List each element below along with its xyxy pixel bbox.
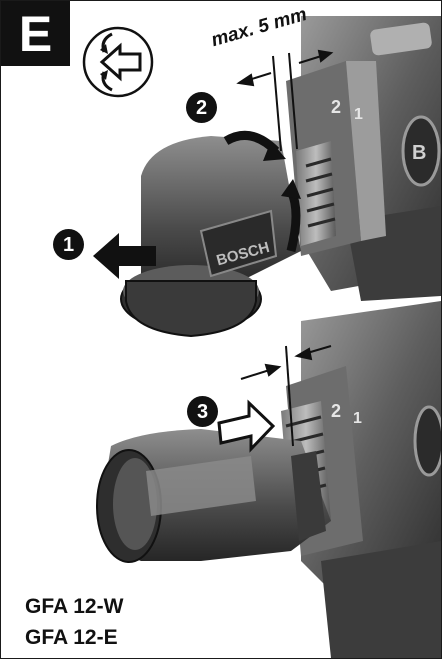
measure-marker-top [236,49,334,152]
model-name: GFA 12-E [25,626,118,649]
figure-label: E [1,1,70,66]
step-2-badge: 2 [186,92,217,123]
dial-mark-2-bottom: 2 [331,401,341,421]
model-list: GFA 12-W GFA 12-E [25,591,123,653]
pull-arrow-icon [93,233,156,279]
angle-head-top: BOSCH [120,136,301,338]
rotate-arrows-attach [223,130,301,253]
step-3-badge: 3 [187,396,218,427]
dial-mark-1-bottom: 1 [353,410,362,427]
svg-text:B: B [412,142,426,164]
measure-marker-bottom [240,345,332,447]
insert-arrow-icon [217,399,276,453]
model-name: GFA 12-W [25,595,124,618]
dial-mark-1: 1 [354,106,363,123]
clutch-ring-top: 2 1 [286,61,386,256]
dial-mark-2: 2 [331,97,341,117]
step-1-badge: 1 [53,229,84,260]
rotate-arrows-icon [82,26,154,98]
angle-head-bottom [96,429,331,563]
